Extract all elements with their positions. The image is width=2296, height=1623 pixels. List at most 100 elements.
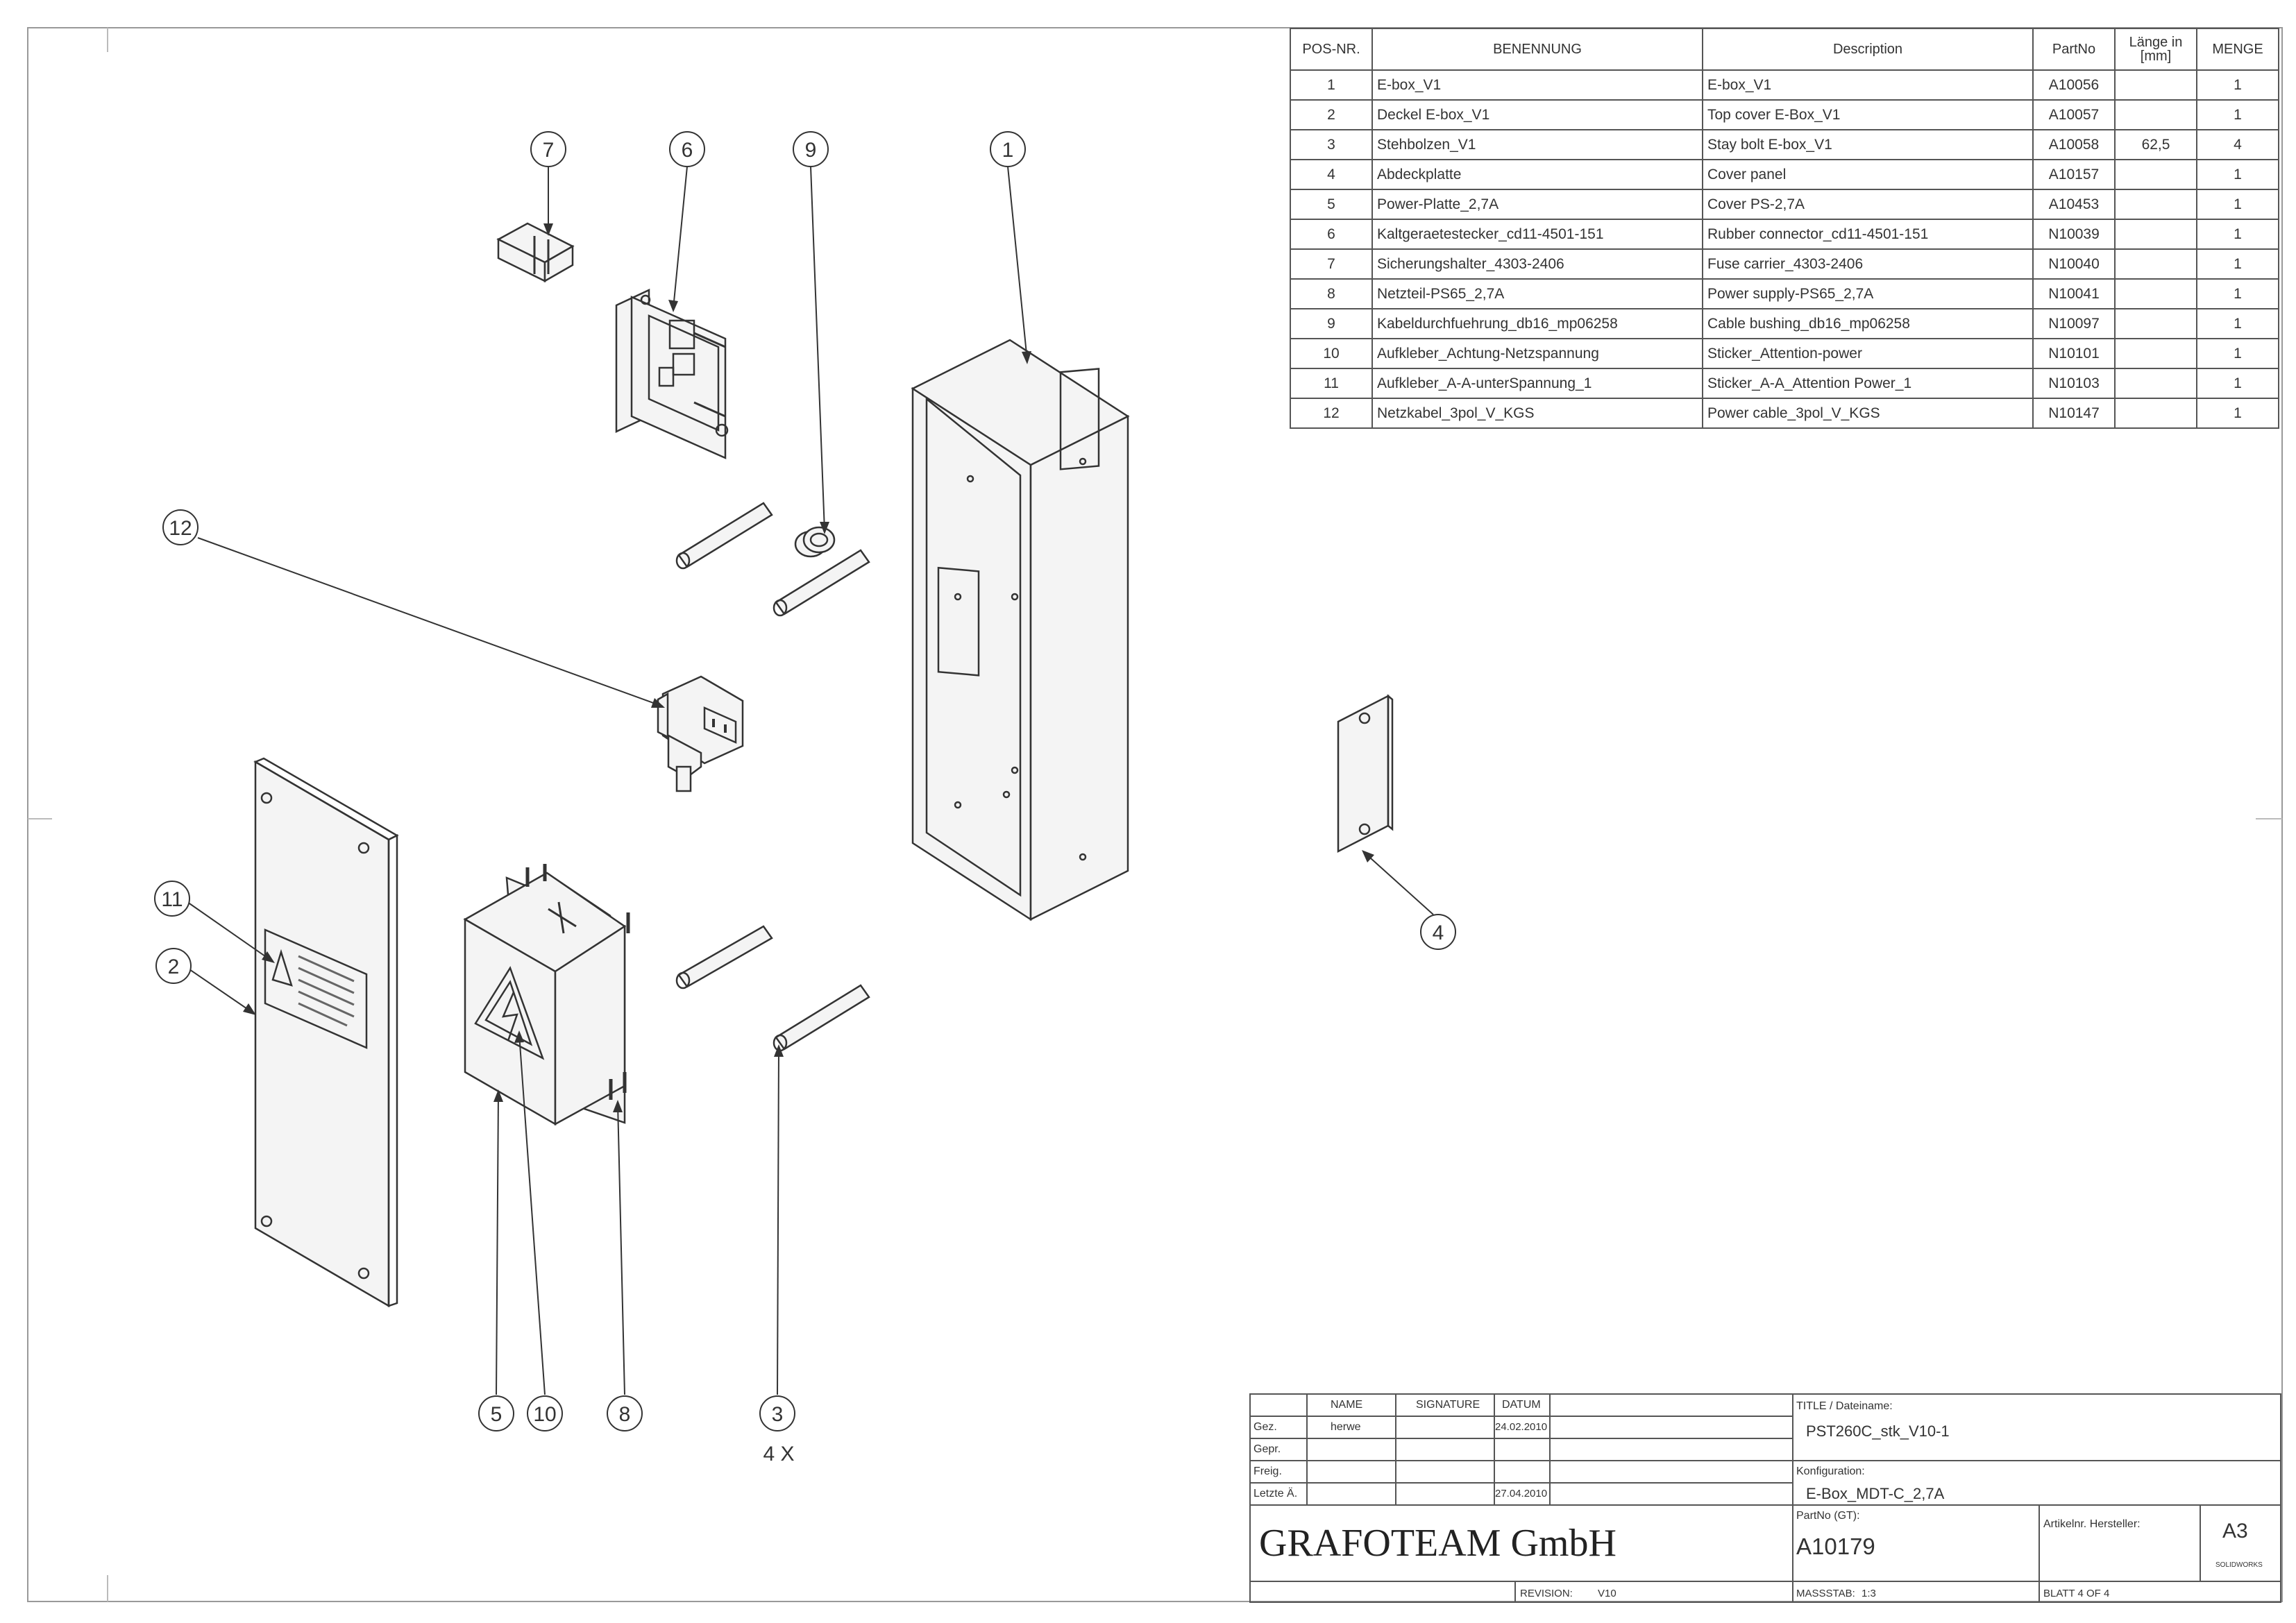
tb-letzte-date: 27.04.2010	[1495, 1488, 1548, 1499]
bom-cell: 1	[2196, 398, 2279, 429]
quantity-note: 4 X	[763, 1443, 794, 1465]
bom-col-pos: POS-NR.	[1290, 28, 1373, 71]
balloon-9: 9	[793, 131, 829, 167]
high-voltage-warning-icon	[474, 966, 545, 1060]
bill-of-materials-table: POS-NR. BENENNUNG Description PartNo Län…	[1290, 28, 2279, 429]
bom-cell: Stehbolzen_V1	[1371, 129, 1703, 160]
bom-cell	[2114, 278, 2197, 309]
bom-cell: N10097	[2032, 308, 2116, 339]
tb-partno-label: PartNo (GT):	[1796, 1510, 1860, 1522]
tb-scale-label: MASSSTAB:	[1796, 1588, 1855, 1599]
bom-col-menge: MENGE	[2196, 28, 2279, 71]
bom-cell	[2114, 368, 2197, 399]
bom-cell: Sticker_Attention-power	[1702, 338, 2034, 369]
bom-cell: Aufkleber_Achtung-Netzspannung	[1371, 338, 1703, 369]
balloon-3: 3	[759, 1395, 795, 1431]
leader-5	[496, 1092, 499, 1395]
bom-cell	[2114, 219, 2197, 250]
tb-size: A3	[2222, 1520, 2248, 1543]
part-power-supply	[463, 864, 630, 1126]
bom-cell: N10039	[2032, 219, 2116, 250]
tb-col-signature: SIGNATURE	[1416, 1399, 1480, 1411]
balloon-label: 12	[169, 517, 192, 540]
bom-cell: N10101	[2032, 338, 2116, 369]
bom-cell: A10157	[2032, 159, 2116, 190]
balloon-label: 10	[533, 1403, 556, 1426]
balloon-5: 5	[478, 1395, 514, 1431]
tb-row-gez: Gez.	[1253, 1421, 1277, 1433]
bom-cell: A10056	[2032, 69, 2116, 101]
bom-cell: 4	[1290, 159, 1373, 190]
bom-cell: A10058	[2032, 129, 2116, 160]
part-cover-panel	[1337, 694, 1394, 853]
bom-cell: 3	[1290, 129, 1373, 160]
balloon-4: 4	[1420, 914, 1456, 950]
bom-cell	[2114, 99, 2197, 130]
balloon-label: 7	[543, 139, 555, 162]
balloon-6: 6	[669, 131, 705, 167]
part-stay-bolts	[675, 502, 870, 1052]
tb-title-value: PST260C_stk_V10-1	[1806, 1422, 1950, 1440]
balloon-7: 7	[530, 131, 566, 167]
bom-cell: 11	[1290, 368, 1373, 399]
leader-4	[1363, 851, 1434, 915]
tb-gez-name: herwe	[1331, 1421, 1361, 1433]
bom-cell: 1	[2196, 368, 2279, 399]
tb-config-value: E-Box_MDT-C_2,7A	[1806, 1485, 1945, 1502]
leader-1	[1007, 166, 1028, 362]
bom-cell: 1	[2196, 278, 2279, 309]
bom-col-length: Länge in [mm]	[2114, 28, 2197, 71]
tb-gez-date: 24.02.2010	[1495, 1421, 1548, 1433]
tb-artikel-label: Artikelnr. Hersteller:	[2043, 1518, 2141, 1530]
bom-cell: Kaltgeraetestecker_cd11-4501-151	[1371, 219, 1703, 250]
bom-header-row: POS-NR. BENENNUNG Description PartNo Län…	[1290, 28, 2279, 71]
bom-cell: 1	[2196, 69, 2279, 101]
tb-partno-value: A10179	[1796, 1533, 1875, 1559]
bom-cell: Fuse carrier_4303-2406	[1702, 248, 2034, 280]
bom-cell: N10103	[2032, 368, 2116, 399]
leader-6	[673, 166, 688, 309]
bom-cell: Kabeldurchfuehrung_db16_mp06258	[1371, 308, 1703, 339]
leader-12	[197, 537, 664, 707]
bom-cell: 7	[1290, 248, 1373, 280]
part-power-cable	[657, 675, 744, 792]
part-top-cover	[253, 757, 399, 1308]
part-e-box	[911, 339, 1130, 921]
balloon-8: 8	[607, 1395, 643, 1431]
bom-cell: 4	[2196, 129, 2279, 160]
bom-col-partno: PartNo	[2032, 28, 2116, 71]
tb-software: SOLIDWORKS	[2215, 1561, 2263, 1569]
balloon-label: 9	[805, 139, 817, 162]
bom-cell: Top cover E-Box_V1	[1702, 99, 2034, 130]
bom-col-description: Description	[1702, 28, 2034, 71]
bom-cell: A10057	[2032, 99, 2116, 130]
bom-cell: 1	[2196, 159, 2279, 190]
bom-cell: 5	[1290, 189, 1373, 220]
leader-11	[187, 901, 273, 962]
bom-cell: 1	[2196, 338, 2279, 369]
tb-sheet: BLATT 4 OF 4	[2043, 1588, 2110, 1599]
tb-row-letzte: Letzte Ä.	[1253, 1488, 1298, 1499]
tb-revision-value: V10	[1598, 1588, 1617, 1599]
bom-cell: N10147	[2032, 398, 2116, 429]
bom-cell: Rubber connector_cd11-4501-151	[1702, 219, 2034, 250]
leader-8	[617, 1103, 625, 1395]
bom-cell: Power-Platte_2,7A	[1371, 189, 1703, 220]
warning-triangle-icon	[271, 949, 293, 987]
part-fuse-carrier	[496, 222, 575, 283]
leader-9	[810, 166, 825, 532]
bom-cell: Sticker_A-A_Attention Power_1	[1702, 368, 2034, 399]
leader-2	[187, 967, 254, 1014]
bom-cell: A10453	[2032, 189, 2116, 220]
bom-cell: 1	[2196, 189, 2279, 220]
